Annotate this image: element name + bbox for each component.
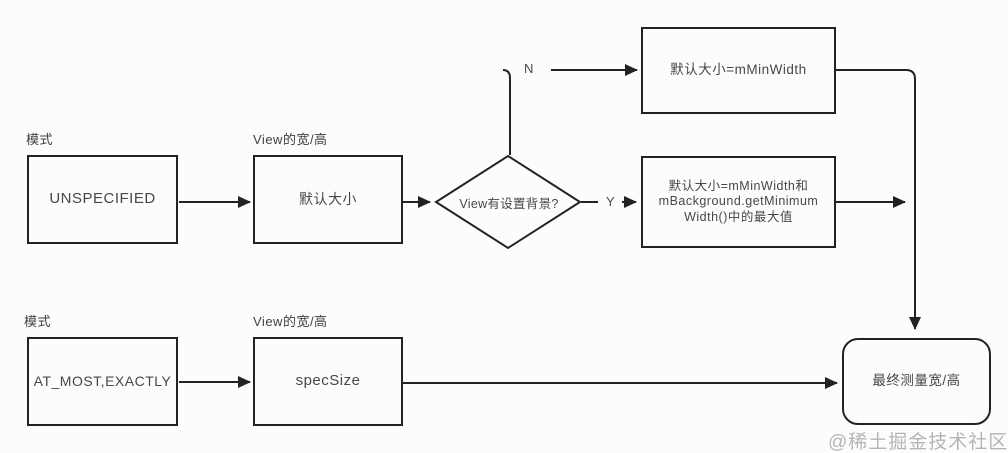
node-atmost-exactly: AT_MOST,EXACTLY: [27, 337, 178, 426]
node-max-text-line2: mBackground.getMinimum: [658, 194, 819, 209]
node-final-measured-size: 最终测量宽/高: [842, 338, 991, 425]
node-max-text-line1: 默认大小=mMinWidth和: [668, 178, 809, 193]
decision-diamond-text: View有设置背景?: [459, 196, 559, 211]
branch-yes-label: Y: [606, 194, 616, 209]
line-mminwidth-to-result: [836, 69, 921, 330]
row1-view-size-label: View的宽/高: [253, 132, 328, 147]
decision-diamond-shape: [434, 154, 582, 250]
node-final-measured-size-text: 最终测量宽/高: [872, 373, 961, 389]
node-max-of-mminwidth-background: 默认大小=mMinWidth和 mBackground.getMinimum W…: [641, 156, 836, 248]
node-atmost-exactly-text: AT_MOST,EXACTLY: [33, 372, 172, 389]
node-max-text-line3: Width()中的最大值: [684, 209, 793, 224]
node-mminwidth: 默认大小=mMinWidth: [641, 27, 836, 114]
node-default-size-text: 默认大小: [299, 190, 357, 207]
node-specsize: specSize: [253, 337, 403, 426]
node-mminwidth-text: 默认大小=mMinWidth: [670, 62, 807, 78]
node-unspecified: UNSPECIFIED: [27, 155, 178, 244]
node-max-text: 默认大小=mMinWidth和 mBackground.getMinimum W…: [659, 179, 819, 226]
watermark-text: @稀土掘金技术社区: [828, 432, 1008, 453]
node-specsize-text: specSize: [295, 372, 361, 390]
line-decision-no-up: [502, 69, 511, 155]
row2-mode-label: 模式: [24, 314, 52, 329]
node-default-size: 默认大小: [253, 155, 403, 244]
row1-mode-label: 模式: [26, 132, 54, 147]
node-unspecified-text: UNSPECIFIED: [49, 190, 156, 208]
branch-no-label: N: [524, 61, 534, 76]
row2-view-size-label: View的宽/高: [253, 314, 328, 329]
